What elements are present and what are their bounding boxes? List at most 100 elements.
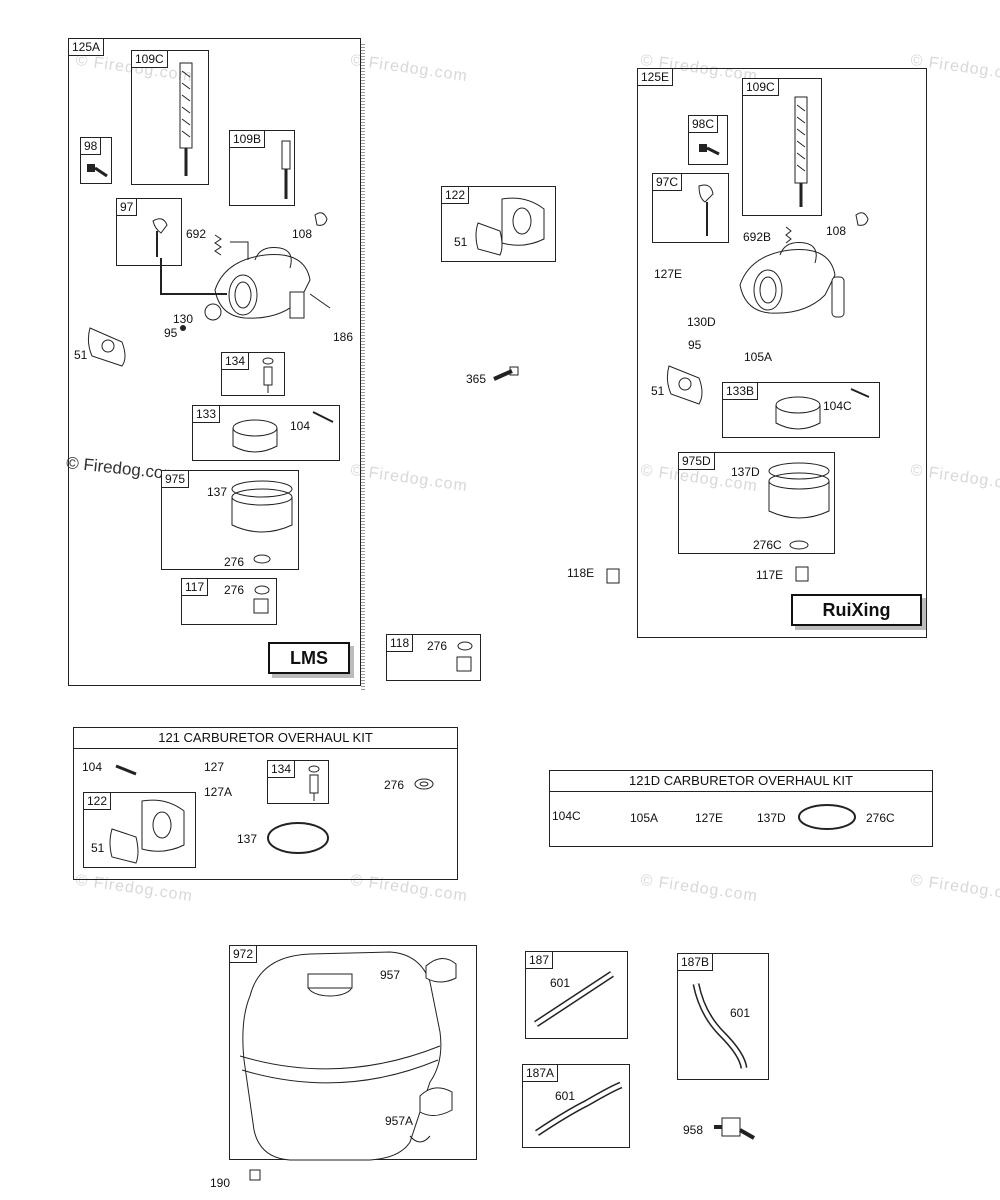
part-box-109c-r[interactable]: 109C bbox=[742, 78, 822, 216]
part-label: 117 bbox=[181, 578, 209, 596]
part-callout[interactable]: 692 bbox=[186, 227, 207, 241]
part-callout[interactable]: 957A bbox=[385, 1114, 414, 1128]
part-callout[interactable]: 276C bbox=[753, 538, 782, 552]
brand-lms: LMS bbox=[268, 642, 350, 674]
part-label: 118 bbox=[386, 634, 414, 652]
part-callout[interactable]: 104 bbox=[290, 419, 311, 433]
part-box-98[interactable]: 98 bbox=[80, 137, 112, 184]
watermark: © Firedog.com bbox=[349, 51, 469, 86]
part-box-109c[interactable]: 109C bbox=[131, 50, 209, 185]
part-box-975d[interactable]: 975D 137D 276C bbox=[678, 452, 835, 554]
part-callout[interactable]: 276 bbox=[384, 778, 405, 792]
part-box-122-kit[interactable]: 122 51 bbox=[83, 792, 196, 868]
float-bowl-icon bbox=[232, 411, 334, 453]
part-box-187a[interactable]: 187A 601 bbox=[522, 1064, 630, 1148]
part-label: 98 bbox=[80, 137, 102, 155]
part-label: 97C bbox=[652, 173, 683, 191]
watermark: © Firedog.com bbox=[909, 871, 1000, 906]
part-box-187[interactable]: 187 601 bbox=[525, 951, 628, 1039]
shutoff-valve-icon bbox=[714, 1117, 755, 1140]
watermark: © Firedog.com bbox=[349, 461, 469, 496]
part-callout[interactable]: 127A bbox=[204, 785, 233, 799]
part-label: 109C bbox=[131, 50, 168, 68]
screw-icon bbox=[249, 1169, 261, 1181]
part-box-97c[interactable]: 97C bbox=[652, 173, 729, 243]
part-box-133b[interactable]: 133B 104C bbox=[722, 382, 880, 438]
needle-icon bbox=[281, 140, 291, 199]
part-callout[interactable]: 51 bbox=[74, 348, 88, 362]
part-label: 122 bbox=[83, 792, 112, 810]
part-callout[interactable]: 137 bbox=[237, 832, 258, 846]
screw-icon bbox=[699, 144, 720, 156]
part-callout[interactable]: 958 bbox=[683, 1123, 704, 1137]
part-callout[interactable]: 137 bbox=[207, 485, 228, 499]
part-callout[interactable]: 276 bbox=[427, 639, 448, 653]
part-callout[interactable]: 127 bbox=[204, 760, 225, 774]
part-callout[interactable]: 276C bbox=[866, 811, 895, 825]
fuel-line-icon bbox=[535, 1081, 623, 1136]
part-box-98c[interactable]: 98C bbox=[688, 115, 728, 165]
float-icon bbox=[152, 218, 168, 257]
part-box-972[interactable]: 972 957 957A bbox=[229, 945, 477, 1161]
part-callout[interactable]: 108 bbox=[826, 224, 847, 238]
part-callout[interactable]: 601 bbox=[555, 1089, 576, 1103]
inlet-needle-icon bbox=[308, 765, 320, 801]
part-callout[interactable]: 95 bbox=[688, 338, 702, 352]
part-callout[interactable]: 105A bbox=[630, 811, 659, 825]
part-callout[interactable]: 692B bbox=[743, 230, 772, 244]
part-callout[interactable]: 276 bbox=[224, 555, 245, 569]
bowl-nut-icon bbox=[253, 585, 270, 614]
pin-icon bbox=[115, 764, 137, 776]
part-box-133[interactable]: 133 104 bbox=[192, 405, 340, 461]
part-box-134-kit[interactable]: 134 bbox=[267, 760, 329, 804]
part-callout[interactable]: 127E bbox=[695, 811, 724, 825]
part-callout[interactable]: 51 bbox=[651, 384, 665, 398]
part-callout[interactable]: 104C bbox=[552, 809, 581, 823]
part-box-122[interactable]: 122 51 bbox=[441, 186, 556, 262]
part-callout[interactable]: 51 bbox=[454, 235, 468, 249]
part-callout[interactable]: 105A bbox=[744, 350, 773, 364]
part-callout[interactable]: 186 bbox=[333, 330, 354, 344]
part-box-118[interactable]: 118 276 bbox=[386, 634, 481, 681]
part-box-97[interactable]: 97 bbox=[116, 198, 182, 266]
part-label: 98C bbox=[688, 115, 719, 133]
assembly-125e: 125E bbox=[637, 68, 927, 638]
part-box-134[interactable]: 134 bbox=[221, 352, 285, 396]
gasket-icon bbox=[87, 327, 126, 367]
part-callout[interactable]: 108 bbox=[292, 227, 313, 241]
part-callout[interactable]: 137D bbox=[731, 465, 760, 479]
part-label: 133 bbox=[192, 405, 221, 423]
part-callout[interactable]: 118E bbox=[567, 566, 595, 580]
part-callout[interactable]: 104C bbox=[823, 399, 852, 413]
part-label: 133B bbox=[722, 382, 759, 400]
part-callout[interactable]: 601 bbox=[550, 976, 571, 990]
part-callout[interactable]: 190 bbox=[210, 1176, 231, 1190]
part-box-117[interactable]: 117 276 bbox=[181, 578, 277, 625]
kit-title: 121D CARBURETOR OVERHAUL KIT bbox=[550, 771, 932, 792]
part-callout[interactable]: 95 bbox=[164, 326, 178, 340]
part-callout[interactable]: 127E bbox=[654, 267, 683, 281]
part-callout[interactable]: 365 bbox=[466, 372, 487, 386]
part-callout[interactable]: 117E bbox=[756, 568, 784, 582]
o-ring-icon bbox=[267, 822, 329, 854]
carburetor-body-icon bbox=[739, 212, 869, 318]
part-label: 187 bbox=[525, 951, 554, 969]
part-callout[interactable]: 130D bbox=[687, 315, 716, 329]
bowl-gasket-icon bbox=[768, 462, 830, 550]
part-box-109b[interactable]: 109B bbox=[229, 130, 295, 206]
part-callout[interactable]: 276 bbox=[224, 583, 245, 597]
part-callout[interactable]: 104 bbox=[82, 760, 103, 774]
part-box-975[interactable]: 975 137 276 bbox=[161, 470, 299, 570]
part-callout[interactable]: 51 bbox=[91, 841, 105, 855]
part-callout[interactable]: 137D bbox=[757, 811, 786, 825]
fuel-line-icon bbox=[534, 971, 614, 1027]
assembly-id: 125E bbox=[637, 68, 674, 86]
part-callout[interactable]: 601 bbox=[730, 1006, 751, 1020]
float-icon bbox=[698, 184, 714, 236]
part-box-187b[interactable]: 187B 601 bbox=[677, 953, 769, 1080]
part-callout[interactable]: 130 bbox=[173, 312, 194, 326]
part-label: 134 bbox=[267, 760, 296, 778]
bowl-nut-icon bbox=[795, 566, 809, 582]
part-callout[interactable]: 957 bbox=[380, 968, 401, 982]
float-bowl-icon bbox=[775, 388, 870, 430]
